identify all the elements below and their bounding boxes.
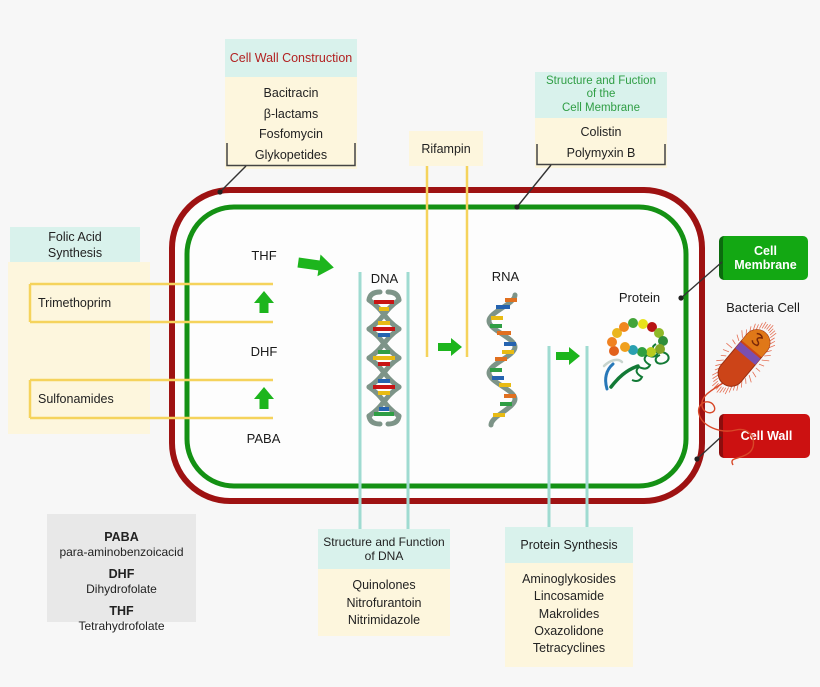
- legend-abbr: DHF: [108, 567, 135, 581]
- dna-function-title-line1: Structure and Function: [323, 535, 445, 549]
- bacterial-dna-squiggle: [751, 332, 763, 347]
- antibiotic-item: Oxazolidone: [534, 623, 604, 638]
- antibiotic-item: β-lactams: [263, 106, 319, 121]
- antibiotic-item: Glykopetides: [254, 147, 328, 162]
- cell-membrane-function-title-line1: Structure and Fuction: [546, 74, 656, 87]
- protein-synthesis-list: Aminoglykosides Lincosamide Makrolides O…: [505, 563, 633, 668]
- thf-label: THF: [251, 248, 277, 263]
- cell-membrane-tag-label: Cell Membrane: [734, 244, 797, 272]
- dhf-label: DHF: [250, 344, 278, 359]
- dna-base-pairs: [373, 300, 395, 416]
- sulfonamides-label: Sulfonamides: [38, 392, 114, 406]
- antibiotic-item: Bacitracin: [263, 86, 319, 100]
- cell-wall-tag: Cell Wall: [719, 414, 810, 458]
- cell-wall-tag-label: Cell Wall: [740, 429, 793, 443]
- dna-function-box: Structure and Function of DNA Quinolones…: [318, 529, 450, 636]
- legend-name: para-aminobenzoicacid: [59, 545, 184, 559]
- rna-label: RNA: [491, 269, 520, 284]
- dna-helix-illustration: [366, 289, 402, 427]
- legend-entry: DHF Dihydrofolate: [47, 567, 196, 597]
- abbreviation-legend: PABA para-aminobenzoicacid DHF Dihydrofo…: [47, 514, 196, 633]
- antibiotic-item: Lincosamide: [533, 589, 605, 604]
- pili-hairs: [712, 321, 777, 395]
- folic-acid-panel: [8, 262, 150, 434]
- antibiotic-item: Fosfomycin: [259, 127, 323, 141]
- cell-membrane-function-list: Colistin Polymyxin B: [535, 118, 667, 168]
- cell-membrane-function-box: Structure and Fuction of the Cell Membra…: [535, 72, 667, 168]
- antibiotic-item: Aminoglykosides: [522, 572, 616, 586]
- right-arrow-dna-rna: [438, 338, 462, 356]
- antibiotic-item: Quinolones: [352, 578, 416, 592]
- right-arrow-rna-protein: [556, 347, 580, 365]
- antibiotic-item: Polymyxin B: [566, 146, 636, 160]
- folic-acid-title-line1: Folic Acid: [48, 229, 102, 244]
- up-arrow-dhf-thf: [254, 291, 274, 313]
- protein-target-lines: [547, 346, 589, 527]
- rifampin-inhibition-lines: [425, 166, 469, 357]
- protein-synthesis-title: Protein Synthesis: [520, 538, 618, 552]
- protein-synthesis-title-bar: Protein Synthesis: [505, 527, 633, 563]
- trimethoprim-label: Trimethoprim: [38, 296, 112, 310]
- dna-label: DNA: [370, 271, 399, 286]
- cell-membrane-function-title-bar: Structure and Fuction of the Cell Membra…: [535, 72, 667, 118]
- antibiotic-item: Tetracyclines: [532, 641, 606, 656]
- rna-bases: [490, 298, 517, 417]
- folic-acid-title-line2: Synthesis: [47, 245, 103, 260]
- connector-lines: [219, 164, 723, 460]
- cell-wall-construction-list: Bacitracin β-lactams Fosfomycin Glykopet…: [225, 77, 357, 169]
- dna-function-list: Quinolones Nitrofurantoin Nitrimidazole: [318, 569, 450, 636]
- dna-function-title-bar: Structure and Function of DNA: [318, 529, 450, 569]
- legend-entry: THF Tetrahydrofolate: [47, 604, 196, 634]
- antibiotic-item: Colistin: [580, 125, 622, 139]
- right-arrow-thf-dna: [297, 254, 334, 277]
- legend-entry: PABA para-aminobenzoicacid: [47, 530, 196, 560]
- protein-beads: [607, 318, 668, 357]
- cell-membrane-function-title-line2: of the: [586, 88, 616, 101]
- antibiotic-item: Nitrofurantoin: [346, 595, 422, 610]
- connector-dots: [217, 189, 700, 462]
- bacteria-cell-label: Bacteria Cell: [726, 300, 800, 315]
- legend-name: Dihydrofolate: [86, 582, 157, 596]
- protein-label: Protein: [618, 290, 661, 305]
- rifampin-label: Rifampin: [421, 141, 471, 156]
- cell-wall-construction-box: Cell Wall Construction Bacitracin β-lact…: [225, 39, 357, 169]
- rna-strand-illustration: [486, 292, 518, 428]
- dna-function-title-line2: of DNA: [364, 549, 404, 563]
- legend-abbr: THF: [109, 604, 134, 618]
- antibiotic-item: Nitrimidazole: [347, 613, 421, 627]
- cell-wall-construction-title: Cell Wall Construction: [229, 51, 353, 65]
- protein-illustration: [602, 318, 670, 391]
- cell-wall-construction-title-bar: Cell Wall Construction: [225, 39, 357, 77]
- legend-name: Tetrahydrofolate: [78, 619, 165, 633]
- antibiotic-item: Makrolides: [538, 606, 600, 621]
- paba-label: PABA: [246, 431, 281, 446]
- cell-membrane-tag: Cell Membrane: [719, 236, 808, 280]
- protein-synthesis-box: Protein Synthesis Aminoglykosides Lincos…: [505, 527, 633, 668]
- cell-membrane-function-title-line3: Cell Membrane: [562, 101, 640, 114]
- legend-abbr: PABA: [104, 530, 139, 544]
- rifampin-box: Rifampin: [409, 131, 483, 166]
- pathway-arrows: [254, 254, 580, 409]
- up-arrow-paba-dhf: [254, 387, 274, 409]
- folic-acid-synthesis-title: Folic Acid Synthesis: [10, 227, 140, 262]
- dna-target-lines: [358, 272, 410, 529]
